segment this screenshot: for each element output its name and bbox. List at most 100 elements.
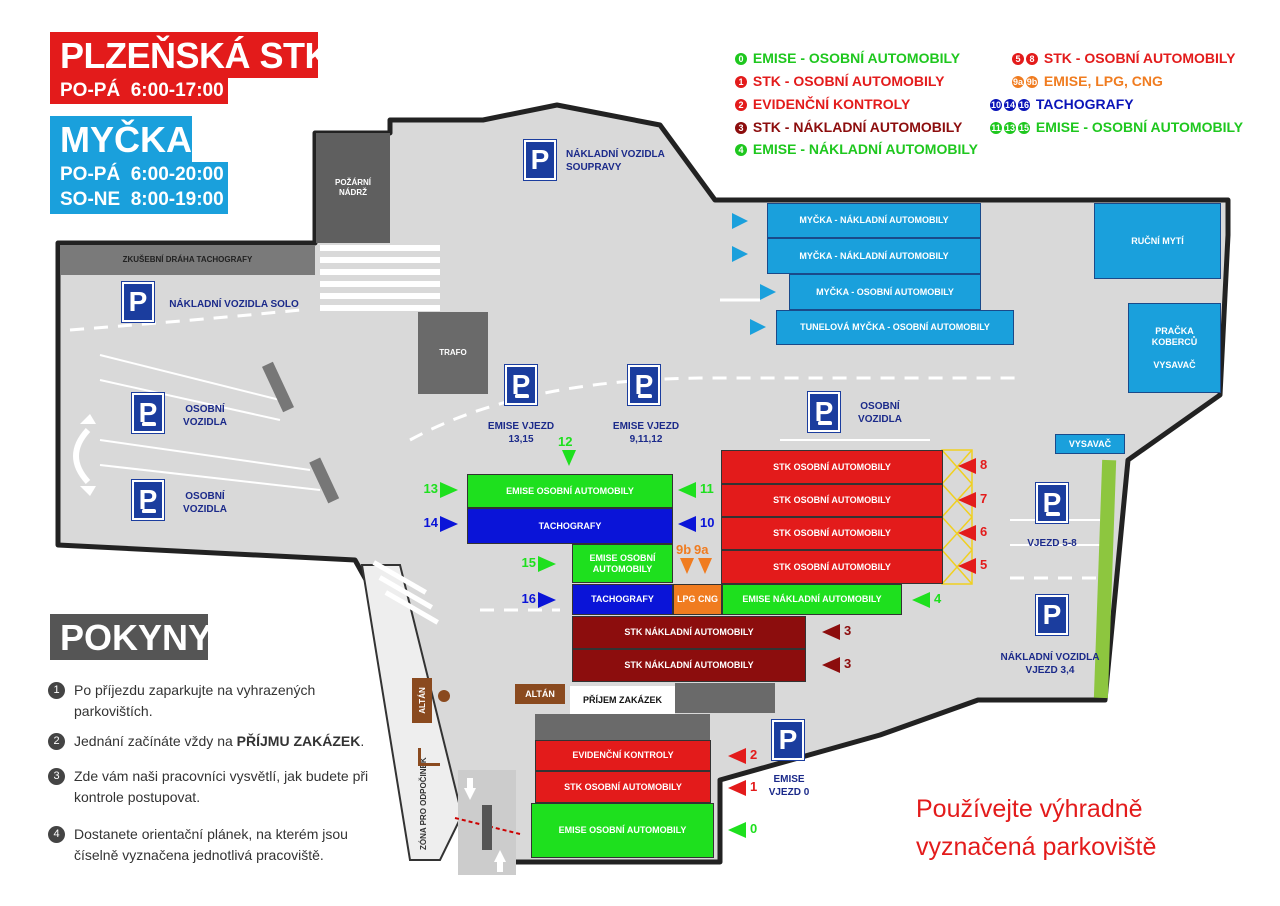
legend-item: 0 EMISE - OSOBNÍ AUTOMOBILY	[735, 50, 960, 66]
wash-car: MYČKA - OSOBNÍ AUTOMOBILY	[789, 274, 981, 310]
direction-arrow-label: 13	[423, 481, 438, 496]
legend-key-badge: 10	[990, 99, 1002, 111]
trafo-block	[418, 312, 488, 394]
direction-arrow-label: 5	[980, 557, 988, 572]
truck-entry-3-4-label: NÁKLADNÍ VOZIDLA VJEZD 3,4	[1000, 652, 1100, 676]
lpg-cng-lane: LPG CNG	[673, 584, 722, 615]
direction-arrow-label: 15	[521, 555, 536, 570]
direction-arrow-icon	[562, 450, 576, 466]
stk-truck-lane-b: STK NÁKLADNÍ AUTOMOBILY	[572, 649, 806, 682]
legend-item: 1 STK - OSOBNÍ AUTOMOBILY	[735, 73, 945, 89]
legend-item-text: EMISE - NÁKLADNÍ AUTOMOBILY	[749, 141, 978, 157]
instructions-title-box	[50, 614, 208, 660]
tacho-track-strip	[60, 245, 315, 275]
direction-arrow-icon	[728, 822, 746, 838]
entry-5-8-label: VJEZD 5-8	[1027, 538, 1077, 549]
green-strip	[1093, 459, 1117, 699]
stk-title-box	[50, 32, 318, 78]
building-grey-2	[675, 683, 775, 713]
fire-tank-label: POŽÁRNÍ NÁDRŽ	[335, 178, 371, 197]
instruction-text-bold: PŘÍJMU ZAKÁZEK	[236, 733, 361, 749]
direction-arrow-label: 16	[521, 591, 536, 606]
legend-key-badge: 16	[1018, 99, 1030, 111]
fountain-icon	[438, 690, 450, 702]
island	[309, 457, 340, 504]
direction-arrow-icon	[678, 516, 696, 532]
stk-car-lane-8: STK OSOBNÍ AUTOMOBILY	[721, 450, 943, 484]
hand-wash: RUČNÍ MYTÍ	[1094, 203, 1221, 279]
instruction-text: Po příjezdu zaparkujte na vyhrazených pa…	[74, 682, 316, 719]
legend-item-text: EMISE - OSOBNÍ AUTOMOBILY	[749, 50, 961, 66]
direction-arrow-icon	[822, 657, 840, 673]
turnaround-arrowhead	[80, 486, 96, 496]
parking-car-sign-icon: P	[132, 480, 164, 520]
entry-arrow-stem	[467, 778, 473, 790]
legend-key-badge: 1	[735, 76, 747, 88]
stk-title: PLZEŇSKÁ STK	[60, 35, 331, 76]
direction-arrow-label: 0	[750, 821, 758, 836]
legend-key-badge: 2	[735, 99, 747, 111]
legend-item: 4 EMISE - NÁKLADNÍ AUTOMOBILY	[735, 141, 978, 157]
direction-arrow-icon	[958, 525, 976, 541]
direction-arrow-label: 4	[934, 591, 942, 606]
legend-key-badge: 0	[735, 53, 747, 65]
playground-icon	[418, 748, 440, 766]
altan-1: ALTÁN	[412, 678, 432, 723]
turnaround-arrowhead	[80, 414, 96, 424]
legend-item-text: EMISE - OSOBNÍ AUTOMOBILY	[1032, 119, 1244, 135]
emise-truck-lane-4: EMISE NÁKLADNÍ AUTOMOBILY	[722, 584, 902, 615]
direction-arrow-label: 6	[980, 524, 988, 539]
rest-zone-label-wrap: ZÓNA PRO ODPOČINEK	[404, 757, 444, 850]
car-parking-label-1: OSOBNÍ VOZIDLA	[183, 404, 227, 428]
reception: PŘÍJEM ZAKÁZEK	[570, 686, 675, 714]
direction-arrow-label: 1	[750, 779, 758, 794]
emise-entry-0-label: EMISE VJEZD 0	[768, 774, 810, 798]
legend-item-text: STK - OSOBNÍ AUTOMOBILY	[1040, 50, 1236, 66]
direction-arrow-icon	[678, 482, 696, 498]
parking-sign-icon: P	[524, 140, 556, 180]
wash-truck-2: MYČKA - NÁKLADNÍ AUTOMOBILY	[767, 238, 981, 274]
wash-title: MYČKA	[60, 119, 192, 160]
stk-car-lane-1: STK OSOBNÍ AUTOMOBILY	[535, 771, 711, 803]
zebra-area-2	[372, 560, 439, 625]
instruction-2: 2 Jednání začínáte vždy na PŘÍJMU ZAKÁZE…	[48, 731, 388, 752]
legend-key-badge: 8	[1026, 53, 1038, 65]
legend-item-text: STK - OSOBNÍ AUTOMOBILY	[749, 73, 945, 89]
legend-item-text: STK - NÁKLADNÍ AUTOMOBILY	[749, 119, 963, 135]
legend-key-badge: 11	[990, 122, 1002, 134]
instruction-text: Jednání začínáte vždy na PŘÍJMU ZAKÁZEK.	[74, 731, 364, 752]
legend-key-badge: 9b	[1026, 76, 1038, 88]
legend-key-badge: 15	[1018, 122, 1030, 134]
fire-tank-block	[316, 133, 390, 243]
direction-arrow-icon	[728, 780, 746, 796]
instruction-text: Zde vám naši pracovníci vysvětlí, jak bu…	[74, 768, 369, 805]
instruction-number: 3	[48, 768, 65, 785]
wash-hours-2: SO-NE 8:00-19:00	[60, 189, 224, 210]
zebra-area	[320, 245, 440, 311]
legend-item-text: TACHOGRAFY	[1032, 96, 1134, 112]
wash-hours-1: PO-PÁ 6:00-20:00	[60, 164, 224, 185]
carpet-label: PRAČKA KOBERCŮ	[1151, 325, 1198, 347]
notice-line-1: Používejte výhradně	[916, 795, 1143, 823]
parking-sign-icon: P	[122, 282, 154, 322]
direction-arrow-icon	[538, 592, 556, 608]
legend-item-text: EVIDENČNÍ KONTROLY	[749, 96, 911, 112]
instruction-number: 1	[48, 682, 65, 699]
direction-arrow-icon	[728, 748, 746, 764]
stk-car-lane-5: STK OSOBNÍ AUTOMOBILY	[721, 550, 943, 584]
direction-arrow-label: 9a	[694, 542, 709, 557]
rest-zone-label: ZÓNA PRO ODPOČINEK	[419, 757, 428, 850]
direction-arrow-label: 14	[423, 515, 438, 530]
car-parking-label-3: OSOBNÍ VOZIDLA	[858, 401, 902, 425]
carpet-wash: PRAČKA KOBERCŮ VYSAVAČ	[1128, 303, 1221, 393]
vacuum-label-1: VYSAVAČ	[1153, 359, 1196, 370]
exit-arrow-icon	[494, 850, 506, 862]
direction-arrow-label: 3	[844, 623, 852, 638]
direction-arrow-label: 7	[980, 491, 988, 506]
tacho-lane-10: TACHOGRAFY	[467, 508, 673, 544]
wash-hours-box	[50, 162, 228, 214]
legend-item-text: EMISE, LPG, CNG	[1040, 73, 1163, 89]
direction-arrow-icon	[958, 458, 976, 474]
